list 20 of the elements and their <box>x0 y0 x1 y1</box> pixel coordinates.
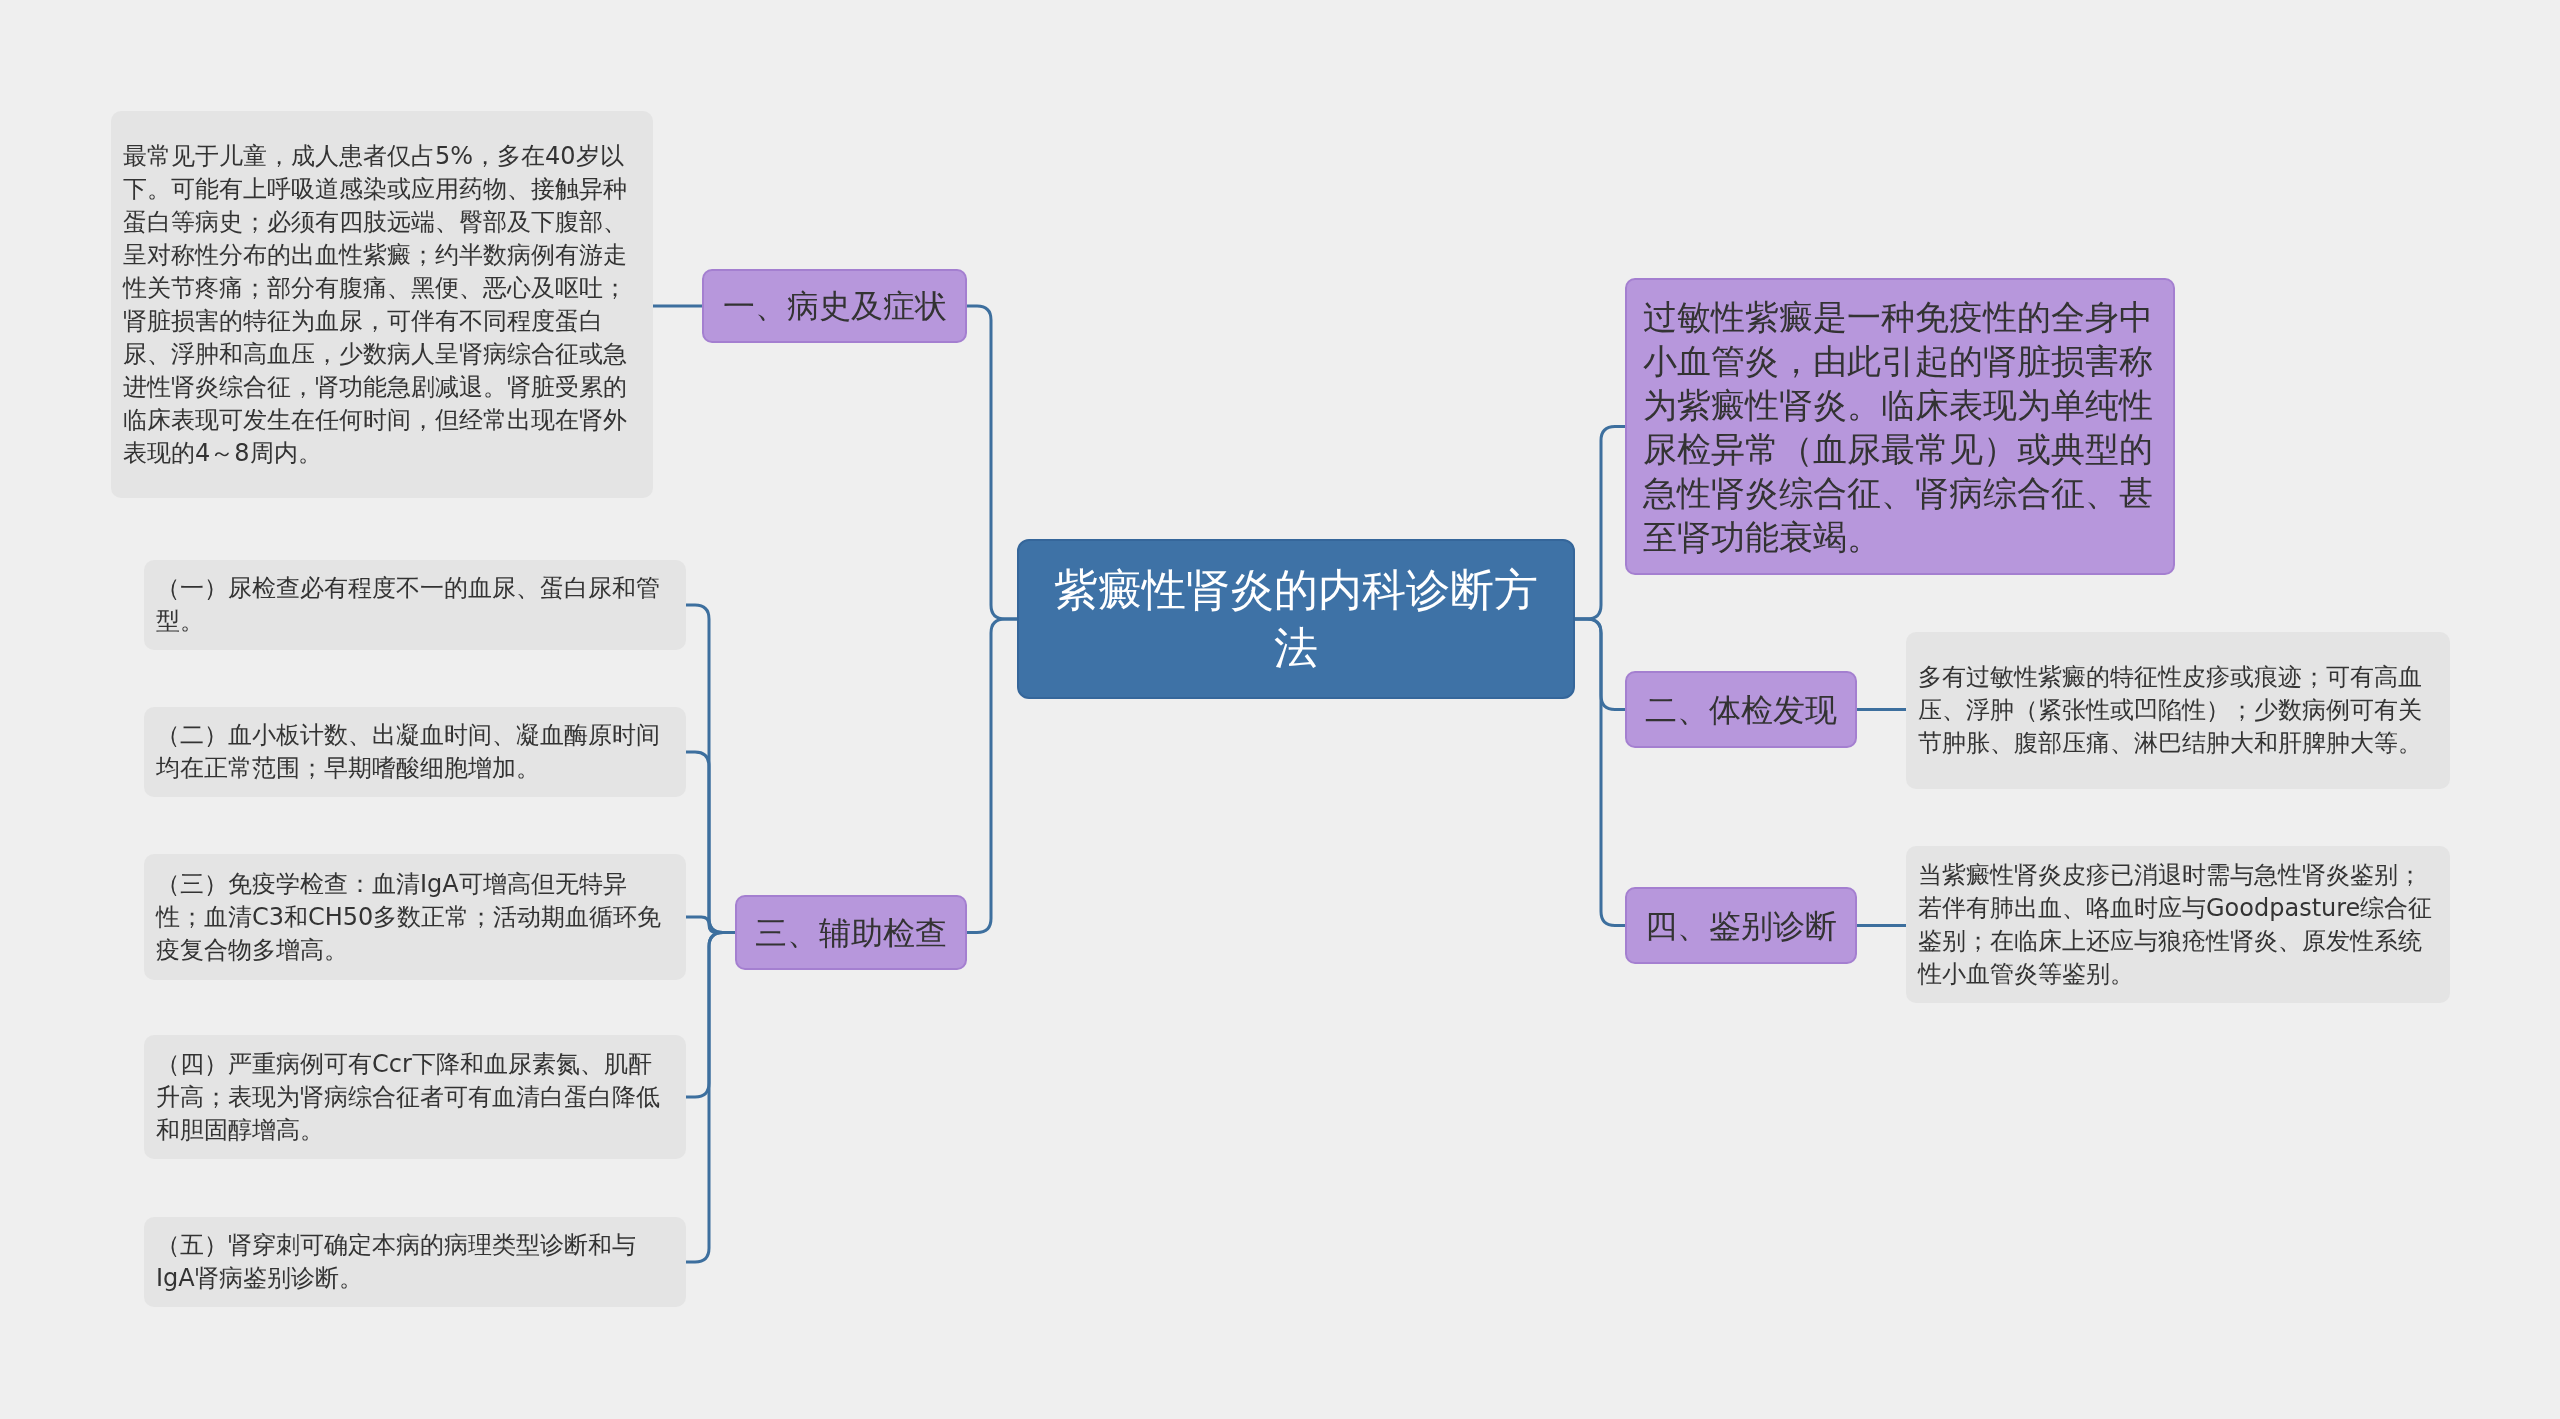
note-card: （五）肾穿刺可确定本病的病理类型诊断和与IgA肾病鉴别诊断。 <box>144 1217 686 1307</box>
branch-topic: 一、病史及症状 <box>702 269 967 343</box>
note-card: （一）尿检查必有程度不一的血尿、蛋白尿和管型。 <box>144 560 686 650</box>
note-card: （四）严重病例可有Ccr下降和血尿素氮、肌酐升高；表现为肾病综合征者可有血清白蛋白降低和胆固醇增高。 <box>144 1035 686 1159</box>
connector-line <box>653 304 702 308</box>
connector-line <box>1575 617 1625 927</box>
note-card: 当紫癜性肾炎皮疹已消退时需与急性肾炎鉴别；若伴有肺出血、咯血时应与Goodpasture综合征鉴别；在临床上还应与狼疮性肾炎、原发性系统性小血管炎等鉴别。 <box>1906 846 2450 1003</box>
branch-topic: 二、体检发现 <box>1625 671 1857 748</box>
connector-line <box>1857 708 1906 711</box>
note-card: 多有过敏性紫癜的特征性皮疹或痕迹；可有高血压、浮肿（紧张性或凹陷性）；少数病例可有关节肿胀、腹部压痛、淋巴结肿大和肝脾肿大等。 <box>1906 632 2450 789</box>
branch-topic: 过敏性紫癜是一种免疫性的全身中小血管炎，由此引起的肾脏损害称为紫癜性肾炎。临床表现为单纯性尿检异常（血尿最常见）或典型的急性肾炎综合征、肾病综合征、甚至肾功能衰竭。 <box>1625 278 2175 575</box>
branch-topic: 三、辅助检查 <box>735 895 967 970</box>
branch-topic: 四、鉴别诊断 <box>1625 887 1857 964</box>
note-card: 最常见于儿童，成人患者仅占5%，多在40岁以下。可能有上呼吸道感染或应用药物、接触异种蛋白等病史；必须有四肢远端、臀部及下腹部、呈对称性分布的出血性紫癜；约半数病例有游走性关节疼痛；部分有腹痛、黑便、恶心及呕吐；肾脏损害的特征为血尿，可伴有不同程度蛋白尿、浮肿和高血压，少数病人呈肾病综合征或急进性肾炎综合征，肾功能急剧减退。肾脏受累的临床表现可发生在任何时间，但经常出现在肾外表现的4～8周内。 <box>111 111 653 498</box>
note-card: （三）免疫学检查：血清IgA可增高但无特异性；血清C3和CH50多数正常；活动期血循环免疫复合物多增高。 <box>144 854 686 980</box>
connector-line <box>967 617 1017 934</box>
connector-line <box>1857 924 1906 927</box>
connector-line <box>686 931 735 1264</box>
note-card: （二）血小板计数、出凝血时间、凝血酶原时间均在正常范围；早期嗜酸细胞增加。 <box>144 707 686 797</box>
central-topic: 紫癜性肾炎的内科诊断方法 <box>1017 539 1575 699</box>
